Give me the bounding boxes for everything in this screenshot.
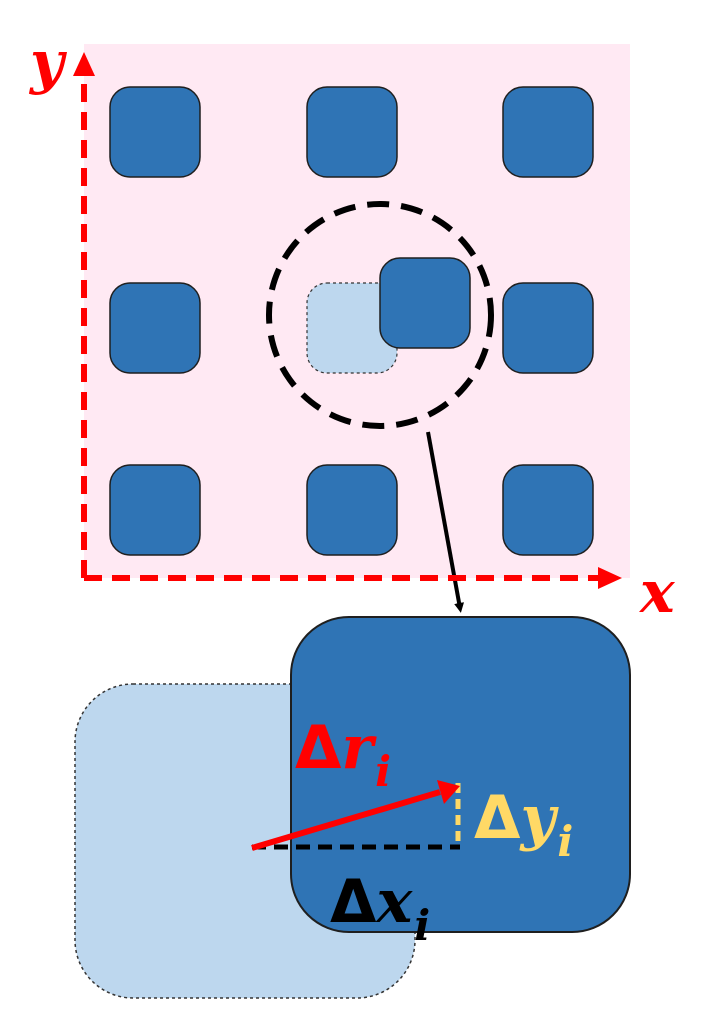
- dy-label: Δyi: [474, 783, 573, 866]
- displacement-vector: [251, 789, 441, 851]
- dr-label: Δri: [295, 713, 391, 796]
- pillar: [109, 86, 201, 178]
- displacement-vector-arrowhead: [437, 780, 460, 804]
- lattice-pillars: [109, 86, 594, 556]
- y-axis-arrowhead: [73, 52, 95, 76]
- highlight-circle: [266, 201, 494, 429]
- pillar: [502, 86, 594, 178]
- pillar: [306, 464, 398, 556]
- dx-label: Δxi: [330, 867, 430, 950]
- x-axis-arrowhead: [598, 567, 622, 589]
- pillar: [306, 86, 398, 178]
- zoom-pillar-displaced: [290, 616, 631, 933]
- pillar: [109, 282, 201, 374]
- pillar-displaced: [379, 257, 471, 349]
- zoom-view: Δri Δyi Δxi: [74, 616, 631, 999]
- axes: y x: [28, 28, 676, 626]
- pillar-original-position: [306, 282, 398, 374]
- pillar: [502, 464, 594, 556]
- pillar: [109, 464, 201, 556]
- pillar: [502, 282, 594, 374]
- x-axis-label: x: [638, 558, 676, 626]
- y-axis-label: y: [28, 28, 68, 96]
